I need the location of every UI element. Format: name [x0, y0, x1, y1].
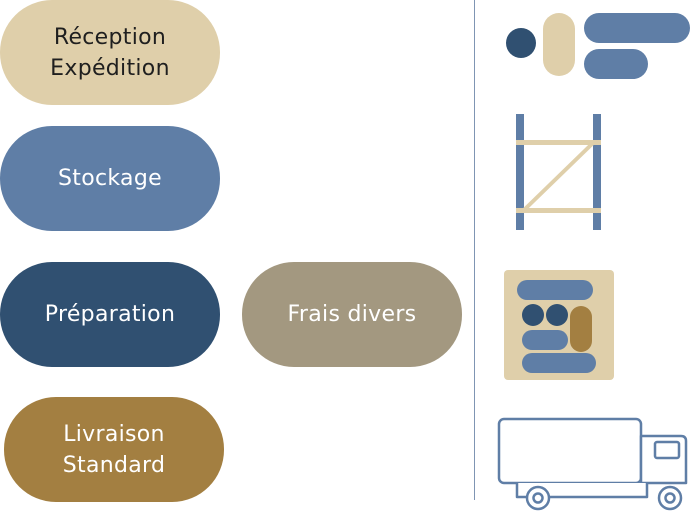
frais-divers-label: Frais divers: [287, 302, 417, 327]
vertical-divider: [474, 0, 475, 500]
reception-expedition-pill[interactable]: Réception Expédition: [0, 0, 220, 105]
flow-shapes-icon: [500, 8, 690, 84]
preparation-pill[interactable]: Préparation: [0, 262, 220, 367]
frais-divers-pill[interactable]: Frais divers: [242, 262, 462, 367]
stockage-label: Stockage: [58, 166, 162, 191]
stockage-pill[interactable]: Stockage: [0, 126, 220, 231]
pallet-rack-icon: [508, 110, 608, 234]
livraison-standard-label: Livraison Standard: [62, 421, 166, 478]
reception-expedition-label: Réception Expédition: [50, 24, 170, 81]
order-picking-icon: [502, 268, 618, 384]
preparation-label: Préparation: [44, 302, 176, 327]
delivery-truck-icon: [495, 414, 690, 513]
livraison-standard-pill[interactable]: Livraison Standard: [4, 397, 224, 502]
